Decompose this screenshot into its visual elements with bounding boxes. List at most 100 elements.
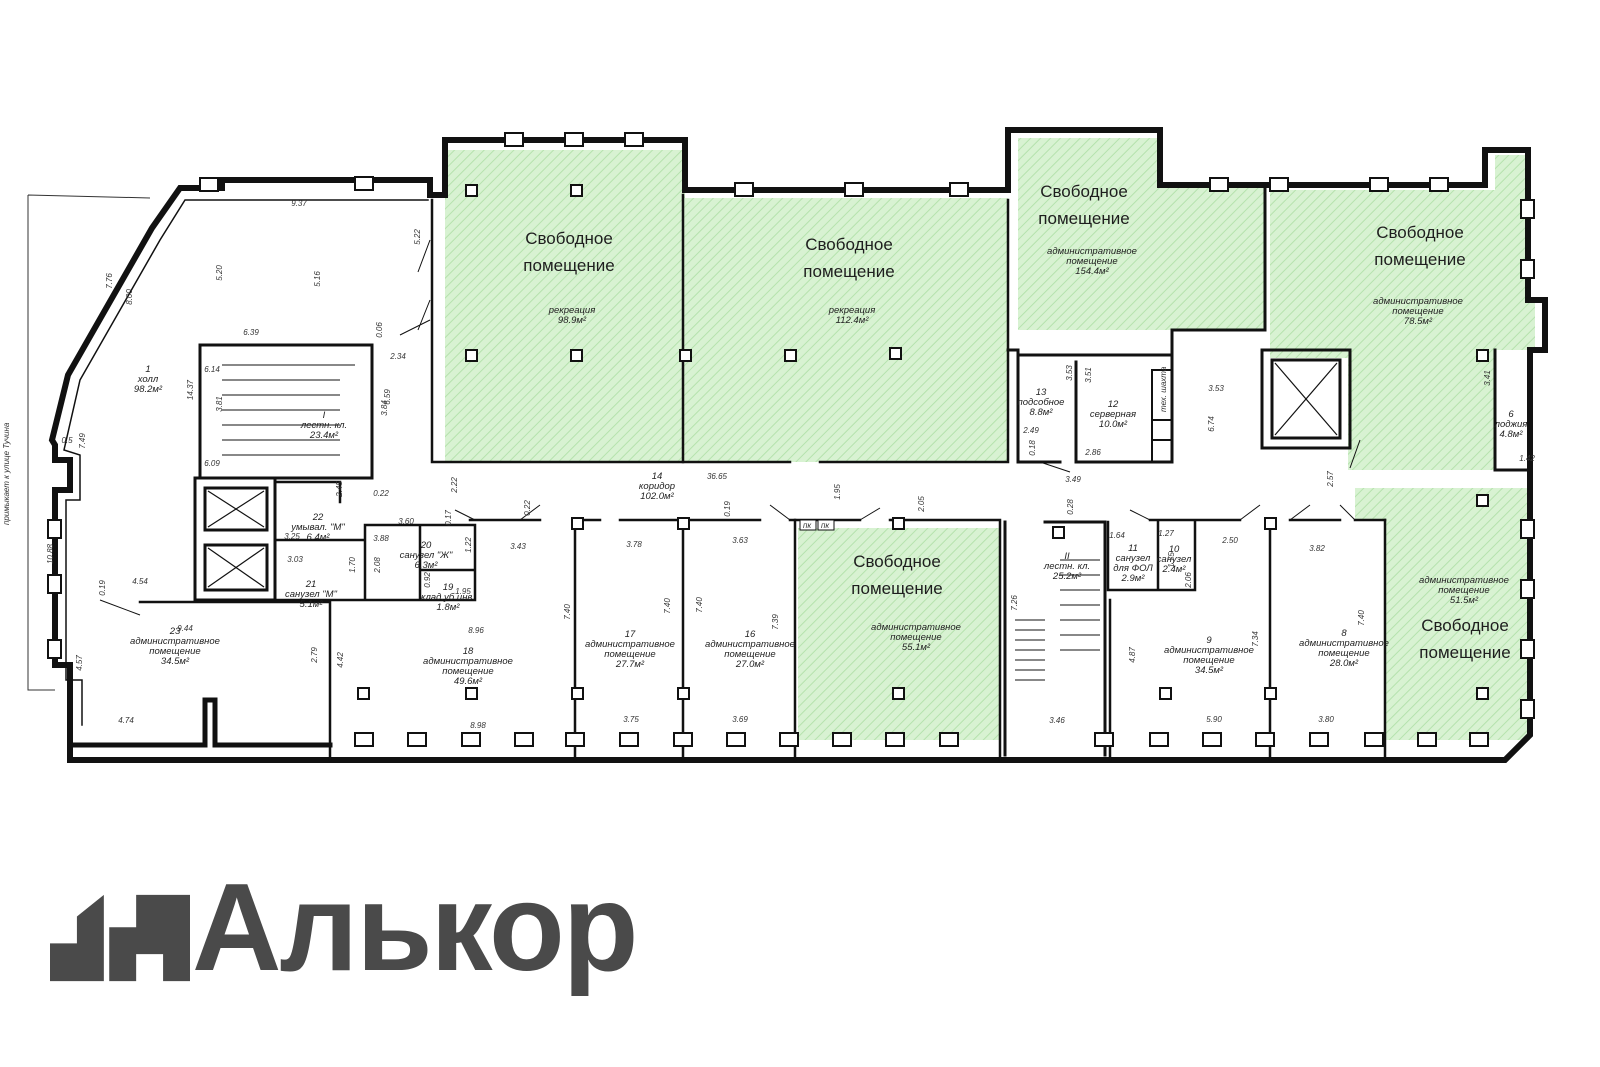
- room-label: административное: [423, 656, 513, 667]
- column: [677, 687, 690, 700]
- room-label: 23: [169, 626, 181, 637]
- room-label: лоджия: [1494, 419, 1528, 430]
- room-label: 10.0м²: [1099, 419, 1128, 430]
- room-label: II: [1064, 551, 1070, 562]
- dimension-label: 5.16: [313, 271, 322, 287]
- dimension-label: 3.46: [1049, 716, 1065, 725]
- wall-restroom-11-10: [1106, 520, 1197, 592]
- dimension-label: 4.57: [75, 655, 84, 671]
- free-space-title: Свободное: [853, 552, 941, 571]
- room-label: серверная: [1090, 409, 1136, 420]
- room-label: 22: [312, 512, 324, 523]
- room-label: для ФОЛ: [1113, 563, 1153, 574]
- dimension-label: 0.17: [444, 510, 453, 526]
- free-space-title: Свободное: [1040, 182, 1128, 201]
- column: [1264, 517, 1277, 530]
- room-label: лестн. кл.: [300, 420, 347, 431]
- column: [570, 184, 583, 197]
- dimension-label: 7.40: [695, 597, 704, 613]
- room-label: 6.4м²: [307, 532, 331, 543]
- pk-label: пк: [821, 521, 830, 530]
- room-label: 17: [625, 629, 636, 640]
- room-label: административное: [1373, 296, 1463, 307]
- room-label: коридор: [639, 481, 675, 492]
- room-label: 2.9м²: [1121, 573, 1146, 584]
- dimension-label: 9.37: [291, 199, 307, 208]
- dimension-label: 0.5: [61, 436, 73, 445]
- free-area-2: [1018, 138, 1265, 330]
- room-label: 9: [1206, 635, 1212, 646]
- room-label: 34.5м²: [1195, 665, 1224, 676]
- stair-treads: [222, 364, 1100, 681]
- dimension-label: 2.08: [373, 557, 382, 574]
- dimension-label: 0.18: [1028, 440, 1037, 456]
- dimension-label: 1.95: [455, 587, 471, 596]
- wall-room-23: [67, 697, 333, 748]
- room-label: административное: [130, 636, 220, 647]
- room-label: 51.5м²: [1450, 595, 1479, 606]
- dimension-label: 3.60: [398, 517, 414, 526]
- room-label: 78.5м²: [1404, 316, 1433, 327]
- dimension-label: 7.26: [1010, 595, 1019, 611]
- column: [465, 184, 478, 197]
- room-label: 23.4м²: [309, 430, 339, 441]
- dimension-label: 3.43: [510, 542, 526, 551]
- room-label: 5.1м²: [300, 599, 324, 610]
- pk-label: пк: [803, 521, 812, 530]
- outer-wall: [48, 127, 1548, 763]
- room-label: помещение: [890, 632, 941, 643]
- column: [784, 349, 797, 362]
- dimension-label: 1.64: [1109, 531, 1125, 540]
- room-label: санузел "М": [285, 589, 338, 600]
- room-label: помещение: [442, 666, 493, 677]
- dimension-label: 0.06: [375, 322, 384, 338]
- room-label: 98.2м²: [134, 384, 163, 395]
- dimension-label: 3.25: [284, 532, 300, 541]
- room-label: помещение: [1318, 648, 1369, 659]
- room-label: лестн. кл.: [1043, 561, 1090, 572]
- dimension-label: 3.41: [1483, 370, 1492, 386]
- free-space-title: помещение: [1419, 643, 1510, 662]
- room-label: административное: [871, 622, 961, 633]
- free-area-5: [1355, 488, 1530, 740]
- dimension-label: 0.19: [98, 580, 107, 596]
- columns: [357, 184, 1489, 700]
- room-label: административное: [705, 639, 795, 650]
- room-label: рекреация: [548, 305, 596, 316]
- dimension-label: 3.51: [1084, 367, 1093, 383]
- dimension-label: 2.34: [389, 352, 406, 361]
- dimension-label: 6.14: [204, 365, 220, 374]
- wall-tech-shaft: [1151, 369, 1173, 463]
- column: [1159, 687, 1172, 700]
- room-label: 6: [1508, 409, 1514, 420]
- small-boxes: [799, 519, 835, 531]
- dimension-label: 3.53: [1065, 365, 1074, 381]
- dimension-label: 36.65: [707, 472, 728, 481]
- wall-elevators-left: [193, 476, 277, 602]
- wall-stair-1: [198, 343, 374, 480]
- dimension-label: 1.70: [348, 557, 357, 573]
- column: [892, 517, 905, 530]
- alkor-logo-icon: [50, 894, 190, 982]
- dimension-label: 9.44: [177, 624, 193, 633]
- dimension-label: 6.59: [383, 389, 392, 405]
- room-label: 34.5м²: [161, 656, 190, 667]
- room-label: 49.6м²: [454, 676, 483, 687]
- room-label: холл: [137, 374, 159, 385]
- room-label: 28.0м²: [1329, 658, 1359, 669]
- dimension-label: 2.50: [1221, 536, 1238, 545]
- room-label: санузел: [1157, 554, 1192, 565]
- column: [571, 517, 584, 530]
- dimension-label: 2.49: [1022, 426, 1039, 435]
- room-label: 11: [1128, 543, 1138, 554]
- free-space-title: Свободное: [525, 229, 613, 248]
- dimension-label: 3.69: [732, 715, 748, 724]
- room-label: рекреация: [828, 305, 876, 316]
- room-label: 2.4м²: [1162, 564, 1187, 575]
- dimension-label: 2.45: [335, 481, 344, 498]
- room-labels: рекреация98.9м²рекреация112.4м²администр…: [130, 246, 1527, 687]
- room-label: помещение: [1183, 655, 1234, 666]
- column: [1264, 687, 1277, 700]
- dimension-label: 5.90: [1206, 715, 1222, 724]
- column: [1052, 526, 1065, 539]
